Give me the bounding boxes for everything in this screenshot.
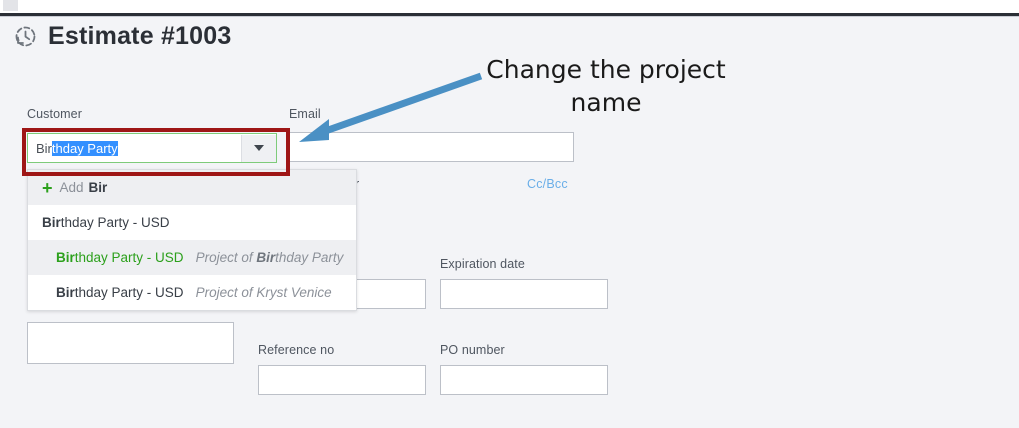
dropdown-add-new-customer[interactable]: + Add Bir [28,170,356,205]
dropdown-item-subtitle: Project of Birthday Party [196,250,344,265]
customer-combobox[interactable]: Birthday Party [27,133,277,163]
email-label: Email [289,107,321,121]
terms-label-fragment: r [355,177,360,191]
top-chrome-chip [3,0,18,11]
list-item[interactable]: Birthday Party - USD Project of Kryst Ve… [28,275,356,310]
dropdown-item-name-rest: thday Party - USD [74,250,184,265]
annotation-callout-line2: name [570,88,642,117]
dropdown-add-term: Bir [88,180,108,195]
reference-no-input[interactable] [258,365,426,395]
po-number-input[interactable] [440,365,608,395]
customer-dropdown-toggle[interactable] [241,134,276,162]
dropdown-item-subtitle-bold: Bir [256,250,276,265]
top-divider-light [0,16,1019,17]
dropdown-item-subtitle: Project of Kryst Venice [195,285,332,300]
dropdown-add-prefix: Add [59,180,84,195]
dropdown-item-name-bold: Bir [56,250,75,265]
customer-input[interactable]: Birthday Party [28,140,241,156]
dropdown-item-name-rest: thday Party - USD [60,215,170,230]
dropdown-item-subtitle-prefix: Project of [195,250,257,265]
annotation-callout-text: Change the project name [456,53,756,119]
dropdown-item-name-rest: thday Party - USD [74,285,184,300]
chevron-down-icon [254,145,264,151]
customer-autocomplete-selection: thday Party [51,140,118,156]
customer-dropdown-list[interactable]: + Add Bir Birthday Party - USD Birthday … [27,169,357,311]
dropdown-item-name: Birthday Party - USD [56,250,184,265]
customer-label: Customer [27,107,82,121]
po-number-label: PO number [440,343,505,357]
top-divider-dark [0,13,1019,16]
dropdown-item-name: Birthday Party - USD [42,215,170,230]
billing-address-input[interactable] [27,322,234,364]
cc-bcc-link[interactable]: Cc/Bcc [527,177,568,191]
dropdown-item-name: Birthday Party - USD [56,285,184,300]
page-header: Estimate #1003 [12,22,231,51]
list-item[interactable]: Birthday Party - USD Project of Birthday… [28,240,356,275]
customer-typed-text: Bir [36,140,52,156]
estimate-form-canvas: Estimate #1003 Customer Email r Expirati… [0,17,1019,428]
reference-no-label: Reference no [258,343,335,357]
dropdown-item-name-bold: Bir [56,285,75,300]
list-item[interactable]: Birthday Party - USD [28,205,356,240]
dropdown-item-subtitle-rest: thday Party [275,250,344,265]
page-title: Estimate #1003 [48,22,232,50]
email-input[interactable] [289,132,574,162]
expiration-date-input[interactable] [440,279,608,309]
recurring-clock-icon [12,24,38,50]
top-chrome-strip [0,0,1019,13]
plus-icon: + [42,177,53,198]
expiration-date-label: Expiration date [440,257,525,271]
dropdown-item-name-bold: Bir [42,215,61,230]
annotation-callout-line1: Change the project [486,55,726,84]
